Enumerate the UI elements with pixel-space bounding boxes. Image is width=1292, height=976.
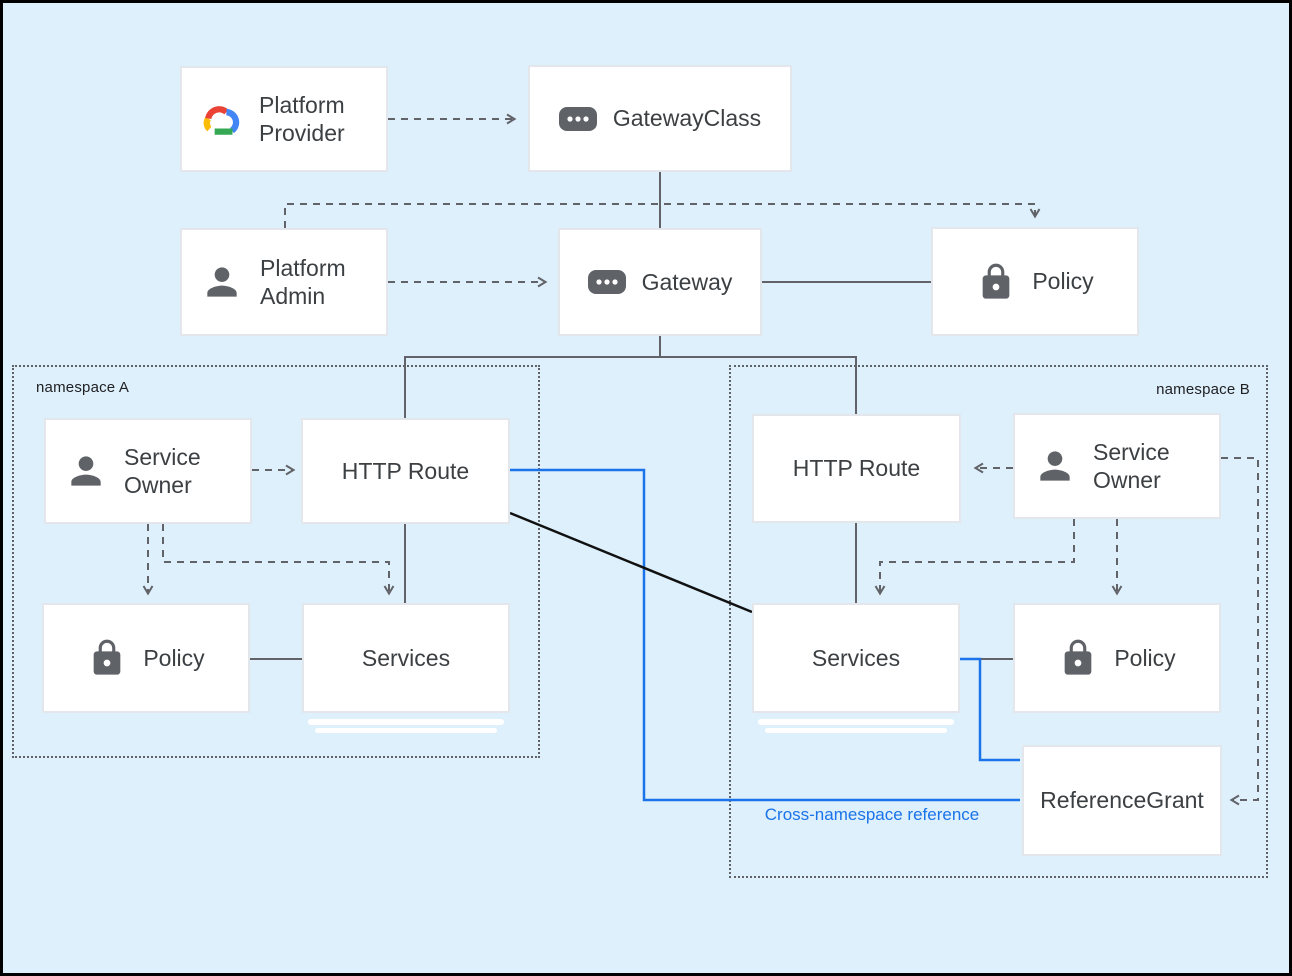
person-icon xyxy=(71,456,101,486)
node-reference-grant: ReferenceGrant xyxy=(1022,745,1222,856)
node-label: Policy xyxy=(143,644,205,671)
edge-httproute-a-services-b xyxy=(509,511,753,614)
services-b-stack-line xyxy=(758,719,954,725)
services-a-stack-line xyxy=(315,728,497,733)
node-policy-root: Policy xyxy=(931,227,1139,336)
resource-chip-icon xyxy=(587,270,626,294)
node-label: Services xyxy=(811,644,901,671)
node-label: Service Owner xyxy=(124,443,201,498)
node-label: HTTP Route xyxy=(792,455,921,482)
node-gateway-class: GatewayClass xyxy=(528,65,792,172)
node-label: Gateway xyxy=(641,268,733,295)
node-http-route-b: HTTP Route xyxy=(752,414,961,523)
node-gateway: Gateway xyxy=(558,228,762,336)
lock-icon xyxy=(93,639,121,675)
node-service-owner-a: Service Owner xyxy=(44,418,252,524)
node-platform-admin: Platform Admin xyxy=(180,228,388,336)
google-cloud-icon xyxy=(203,106,240,135)
node-policy-b: Policy xyxy=(1013,603,1221,713)
node-services-a: Services xyxy=(302,603,510,713)
lock-icon xyxy=(982,263,1010,299)
node-services-b: Services xyxy=(752,603,960,713)
services-b-stack-line xyxy=(765,728,947,733)
node-label: GatewayClass xyxy=(612,105,762,132)
resource-chip-icon xyxy=(558,106,597,131)
lock-icon xyxy=(1064,639,1092,675)
node-platform-provider: Platform Provider xyxy=(180,66,388,172)
cross-namespace-reference-label: Cross-namespace reference xyxy=(764,805,980,824)
node-label: ReferenceGrant xyxy=(1040,787,1204,814)
node-label: Platform Admin xyxy=(260,254,346,309)
node-http-route-a: HTTP Route xyxy=(301,418,510,524)
node-service-owner-b: Service Owner xyxy=(1013,413,1221,519)
node-policy-a: Policy xyxy=(42,603,250,713)
person-icon xyxy=(1040,451,1070,481)
node-label: Policy xyxy=(1114,644,1176,671)
node-label: HTTP Route xyxy=(341,457,470,484)
services-a-stack-line xyxy=(308,719,504,725)
node-label: Services xyxy=(361,644,451,671)
person-icon xyxy=(207,267,237,297)
node-label: Platform Provider xyxy=(259,91,345,146)
namespace-a-label: namespace A xyxy=(36,379,130,396)
edge-platformadmin-policy xyxy=(284,203,1041,228)
node-label: Policy xyxy=(1032,268,1094,295)
namespace-b-label: namespace B xyxy=(1156,381,1250,398)
node-label: Service Owner xyxy=(1093,438,1170,493)
